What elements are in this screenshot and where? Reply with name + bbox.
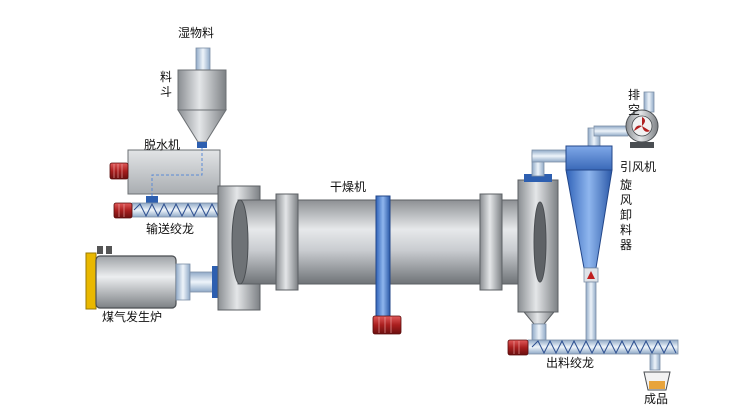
cyclone-unloader-label: 旋风卸料器 [620,178,633,252]
hopper-label: 料斗 [160,70,173,99]
dewatering-machine [109,148,221,196]
dryer-label: 干燥机 [330,180,367,194]
induced-draft-fan [593,91,659,148]
feed-screw-label: 输送绞龙 [146,222,195,236]
coal-gas-generator-label: 煤气发生炉 [102,310,163,324]
induced-draft-fan-label: 引风机 [620,160,657,174]
product-bin [643,371,671,391]
cyclone-unloader [565,127,613,341]
dewatering-machine-label: 脱水机 [144,138,181,152]
exhaust-label: 排空 [628,88,641,117]
coal-gas-generator [85,246,218,310]
rotary-dryer [217,174,559,341]
discharge-screw-label: 出料绞龙 [546,356,595,370]
feed-screw-conveyor [113,196,223,219]
discharge-screw-conveyor [507,339,679,371]
wet-material-label: 湿物料 [178,26,215,40]
product-label: 成品 [644,392,669,406]
hopper [177,47,227,148]
